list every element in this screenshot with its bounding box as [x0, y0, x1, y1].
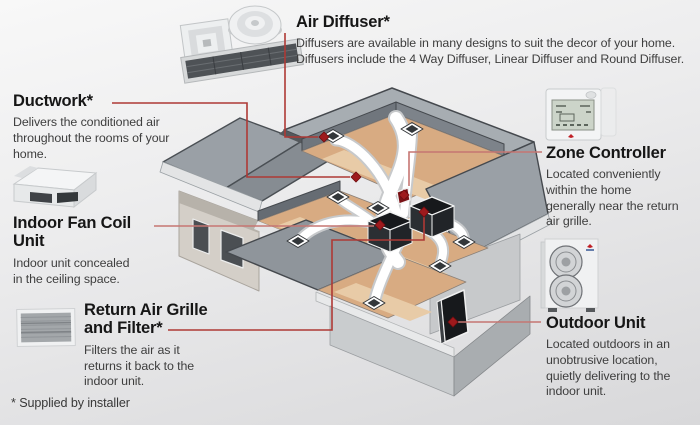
callout-line-air-diffuser — [284, 33, 330, 143]
ceiling-diffuser — [286, 234, 310, 248]
callout-body-line: Diffusers include the 4 Way Diffuser, Li… — [296, 52, 685, 67]
callout-return-air-grille: Return Air Grille and Filter* Filters th… — [84, 301, 239, 390]
callout-title: Indoor Fan Coil Unit — [13, 214, 131, 251]
callout-body-line: home. — [13, 146, 47, 161]
round-diffuser-image — [228, 5, 282, 45]
ceiling-diffuser — [321, 129, 345, 143]
callout-diamond — [318, 131, 330, 143]
indoor-fan-coil-image — [12, 166, 98, 209]
callout-body-line: in the ceiling space. — [13, 271, 120, 286]
footnote: * Supplied by installer — [11, 396, 130, 410]
ceiling-diffusers — [286, 122, 476, 310]
linear-diffuser-image — [180, 38, 304, 84]
callout-indoor-fan-coil: Indoor Fan Coil Unit Indoor unit conceal… — [13, 214, 163, 287]
callout-ductwork: Ductwork* Delivers the conditioned air t… — [13, 92, 188, 162]
callout-title: Air Diffuser* — [296, 13, 390, 31]
fan-coil-box — [409, 196, 455, 238]
return-air-grille-image — [16, 307, 76, 348]
callout-body-line: air grille. — [546, 214, 592, 229]
callout-diamond — [374, 219, 386, 231]
return-air-box — [367, 211, 413, 253]
bottom-wing — [225, 219, 531, 397]
ceiling-diffuser — [428, 259, 452, 273]
callout-diamond — [418, 206, 430, 218]
callout-body-line: indoor unit. — [546, 384, 607, 399]
callout-body-line: Located conveniently — [546, 167, 661, 182]
callout-body-line: generally near the return — [546, 198, 679, 213]
callout-zone-controller: Zone Controller Located conveniently wit… — [546, 144, 698, 230]
callout-title: Zone Controller — [546, 144, 666, 162]
callout-title: Ductwork* — [13, 92, 93, 110]
callout-body-line: within the home — [546, 183, 632, 198]
ceiling-diffuser — [326, 190, 350, 204]
callout-body-line: Indoor unit concealed — [13, 255, 130, 270]
callout-body-line: throughout the rooms of your — [13, 131, 170, 146]
callout-diamond — [350, 171, 362, 183]
callout-title: Outdoor Unit — [546, 314, 646, 332]
callout-line-ductwork — [112, 102, 362, 183]
house-cutaway-image — [159, 87, 552, 397]
callout-body-line: unobtrusive location, — [546, 353, 658, 368]
callout-body-line: returns it back to the — [84, 358, 195, 373]
callout-diamond — [398, 189, 410, 201]
callout-body-line: Located outdoors in an — [546, 337, 670, 352]
callout-body-line: Filters the air as it — [84, 342, 180, 357]
left-wing-roof — [159, 117, 339, 213]
zone-controller-image — [545, 87, 617, 141]
callout-line-indoor-fan-coil — [154, 219, 386, 231]
callout-line-outdoor-unit — [447, 316, 541, 328]
callout-air-diffuser: Air Diffuser* Diffusers are available in… — [296, 13, 700, 68]
left-wing-wall — [178, 190, 260, 292]
callout-title: Return Air Grille and Filter* — [84, 301, 208, 338]
outdoor-unit-image — [540, 238, 599, 312]
callout-line-return-air-grille — [168, 206, 430, 331]
callout-body-line: quietly delivering to the — [546, 368, 671, 383]
ceiling-diffuser — [400, 122, 424, 136]
callout-outdoor-unit: Outdoor Unit Located outdoors in an unob… — [546, 314, 698, 400]
ceiling-diffuser — [366, 201, 390, 215]
callout-body-line: indoor unit. — [84, 374, 145, 389]
callout-body-line: Diffusers are available in many designs … — [296, 36, 676, 51]
callout-line-zone-controller — [398, 151, 542, 201]
callout-lines — [112, 33, 542, 331]
ceiling-diffuser — [362, 296, 386, 310]
outdoor-unit-in-house — [436, 289, 469, 345]
ceiling-diffuser — [452, 235, 476, 249]
callout-body-line: Delivers the conditioned air — [13, 115, 160, 130]
callout-diamond — [447, 316, 459, 328]
